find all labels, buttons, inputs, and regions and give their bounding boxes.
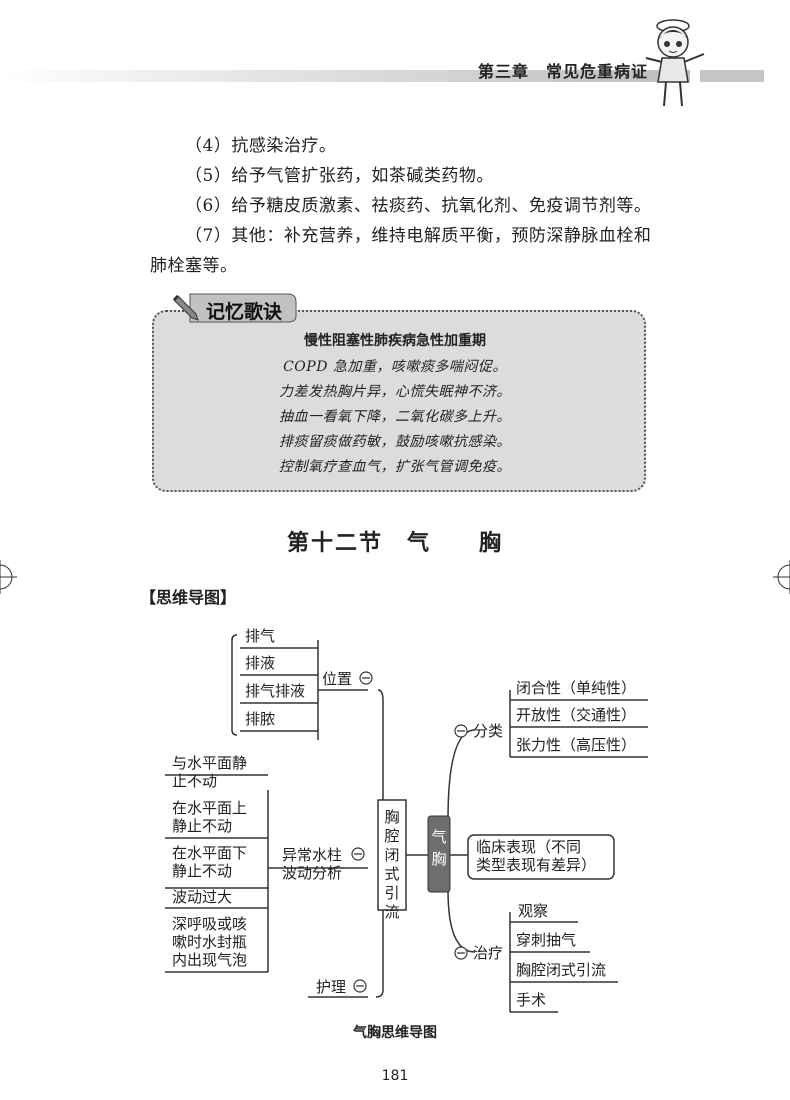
memory-title: 慢性阻塞性肺疾病急性加重期 <box>0 330 790 350</box>
memory-line: 控制氧疗查血气，扩张气管调免疫。 <box>0 456 790 476</box>
abnormal-item: 内出现气泡 <box>172 951 247 969</box>
chapter-title: 第三章 常见危重病证 <box>478 58 648 82</box>
memory-line: 排痰留痰做药敏，鼓励咳嗽抗感染。 <box>0 431 790 451</box>
memory-line: COPD 急加重，咳嗽痰多喘闷促。 <box>0 356 790 376</box>
paragraph-6: （6）给予糖皮质激素、祛痰药、抗氧化剂、免疫调节剂等。 <box>185 195 651 217</box>
position-item: 排脓 <box>245 710 275 728</box>
treatment-item: 胸腔闭式引流 <box>516 961 606 979</box>
crop-mark-right <box>773 560 790 594</box>
abnormal-item: 静止不动 <box>172 862 232 880</box>
classification-label: 分类 <box>473 722 503 740</box>
abnormal-item: 静止不动 <box>172 817 232 835</box>
classification-item: 张力性（高压性） <box>516 736 636 754</box>
mindmap-caption: 气胸思维导图 <box>0 1022 790 1042</box>
memory-line: 力差发热胸片异，心慌失眠神不济。 <box>0 381 790 401</box>
paragraph-4: （4）抗感染治疗。 <box>185 135 336 157</box>
paragraph-5: （5）给予气管扩张药，如茶碱类药物。 <box>185 165 494 187</box>
crop-mark-left <box>0 560 17 594</box>
abnormal-item: 在水平面上 <box>172 799 247 817</box>
memory-line: 抽血一看氧下降，二氧化碳多上升。 <box>0 406 790 426</box>
memory-label: 记忆歌诀 <box>206 297 282 324</box>
position-label: 位置 <box>322 670 352 688</box>
treatment-item: 穿刺抽气 <box>516 931 576 949</box>
mindmap-diagram: 排气 排液 排气排液 排脓 位置 与水平面静 止不动 在水平面上 静止不动 在水… <box>0 600 790 1020</box>
clinical-text: 类型表现有差异） <box>476 856 596 874</box>
treatment-item: 观察 <box>518 902 548 920</box>
left-hub-text: 胸腔闭式引流 <box>384 808 399 921</box>
nurse-mascot-icon <box>640 18 706 110</box>
care-label: 护理 <box>316 978 346 996</box>
classification-item: 开放性（交通性） <box>516 706 636 724</box>
treatment-label: 治疗 <box>473 944 503 962</box>
position-item: 排气 <box>245 627 275 645</box>
page-number: 181 <box>0 1068 790 1084</box>
header-bar-end <box>700 70 764 82</box>
section-title: 第十二节 气 胸 <box>0 525 790 557</box>
paragraph-7: （7）其他：补充营养，维持电解质平衡，预防深静脉血栓和 <box>185 225 651 247</box>
abnormal-item: 波动过大 <box>172 888 232 906</box>
abnormal-label: 异常水柱 <box>282 846 342 864</box>
abnormal-item: 在水平面下 <box>172 844 247 862</box>
abnormal-item: 嗽时水封瓶 <box>172 933 247 951</box>
classification-item: 闭合性（单纯性） <box>516 679 636 697</box>
clinical-text: 临床表现（不同 <box>476 838 581 856</box>
position-item: 排液 <box>245 654 275 672</box>
abnormal-item: 深呼吸或咳 <box>172 915 247 933</box>
paragraph-7-cont: 肺栓塞等。 <box>150 255 238 277</box>
treatment-item: 手术 <box>516 991 546 1009</box>
abnormal-label: 波动分析 <box>282 864 342 882</box>
abnormal-item: 与水平面静 <box>172 754 247 772</box>
abnormal-item: 止不动 <box>172 772 217 790</box>
position-item: 排气排液 <box>245 682 305 700</box>
